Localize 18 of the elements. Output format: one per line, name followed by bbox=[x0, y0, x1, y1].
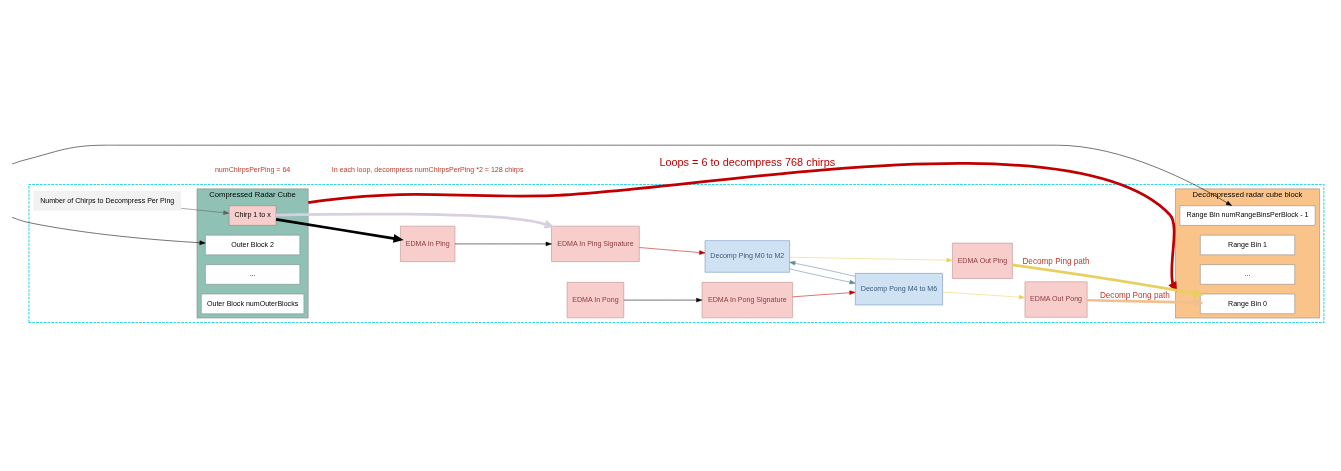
arrow bbox=[275, 217, 404, 243]
arrow bbox=[180, 207, 230, 215]
arrow bbox=[789, 260, 856, 277]
arrow bbox=[1087, 297, 1204, 307]
arrow bbox=[276, 212, 555, 228]
arrow bbox=[942, 291, 1026, 299]
arrow bbox=[789, 256, 953, 262]
arrow bbox=[12, 216, 206, 245]
cluster bbox=[28, 183, 1325, 323]
arrow bbox=[789, 268, 856, 284]
arrow bbox=[12, 144, 1232, 206]
edge-label: Loops = 6 to decompress 768 chirps bbox=[659, 155, 836, 168]
arrow bbox=[308, 161, 1178, 292]
arrow bbox=[454, 241, 552, 246]
arrow bbox=[639, 246, 706, 255]
arrow bbox=[792, 290, 856, 297]
arrow bbox=[1012, 263, 1204, 298]
arrow bbox=[623, 297, 703, 302]
